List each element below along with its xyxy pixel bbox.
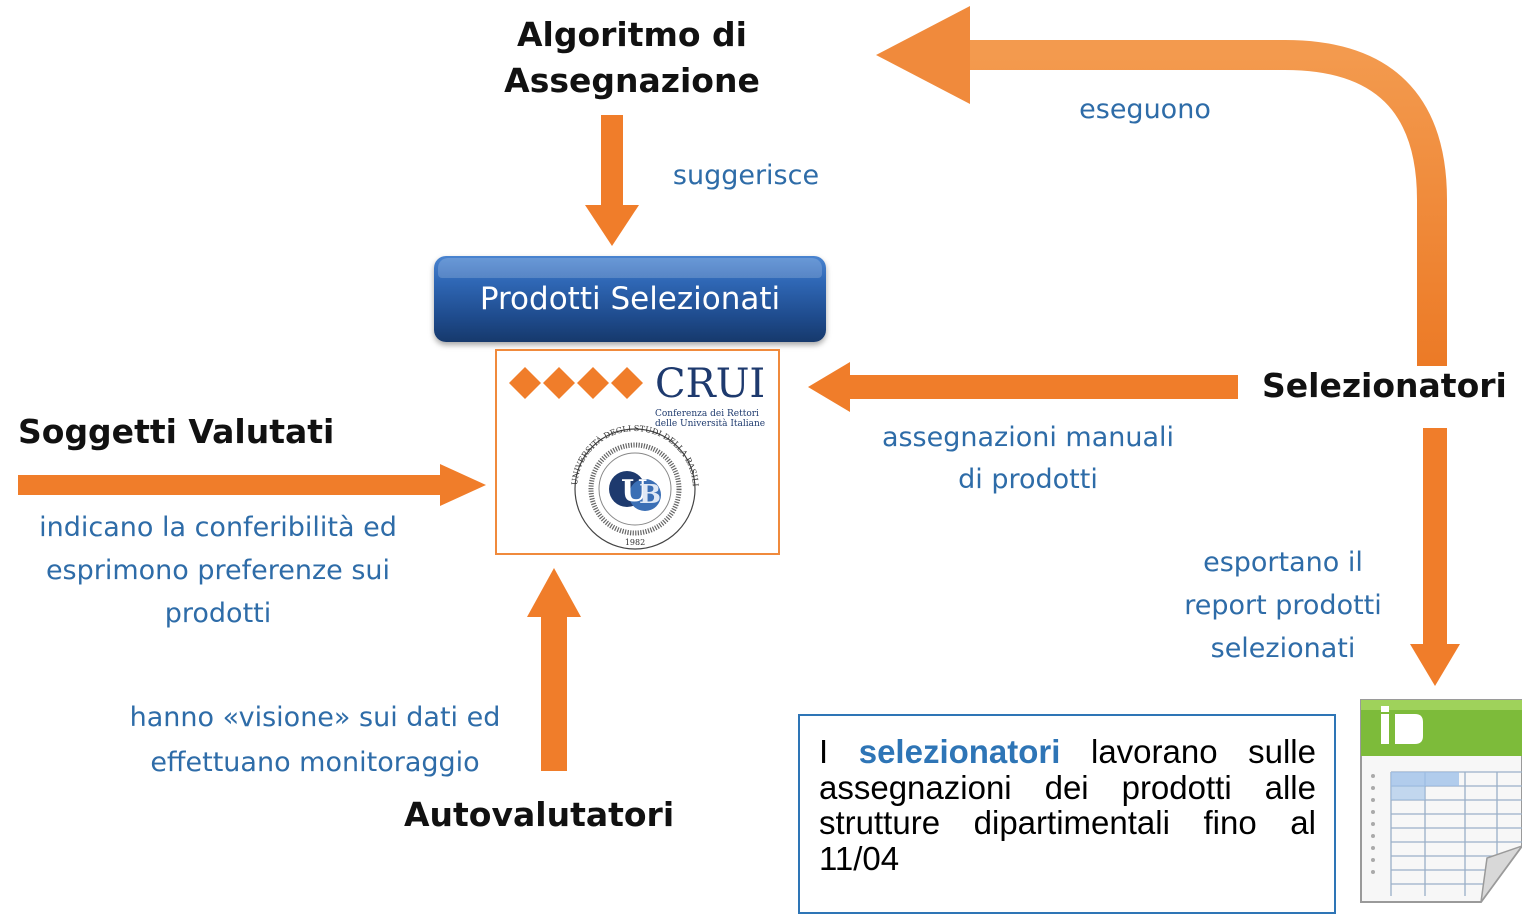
node-selezionatori: Selezionatori xyxy=(1262,366,1507,405)
node-soggetti-valutati: Soggetti Valutati xyxy=(18,412,335,451)
label-indicano: indicano la conferibilità ed esprimono p… xyxy=(39,512,397,630)
unibas-year: 1982 xyxy=(625,538,645,547)
spreadsheet-icon xyxy=(1360,699,1522,903)
svg-text:B: B xyxy=(639,480,661,510)
note-rest: lavorano sulle assegnazioni dei prodotti… xyxy=(819,733,1316,877)
arrow-visione-head xyxy=(527,568,581,617)
prodotti-selezionati-button[interactable]: Prodotti Selezionati xyxy=(434,256,826,342)
arrow-eseguono-head xyxy=(876,6,970,104)
note-prefix: I xyxy=(819,733,859,770)
arrow-eseguono xyxy=(960,40,1447,366)
arrow-assegnazioni-head xyxy=(808,362,850,412)
crui-wordmark: CRUI xyxy=(655,361,765,407)
arrow-suggerisce xyxy=(601,115,623,207)
node-autovalutatori: Autovalutatori xyxy=(404,795,675,834)
unibas-seal-icon: UNIVERSITÀ DEGLI STUDI DELLA BASILICATA … xyxy=(497,351,700,550)
arrow-visione xyxy=(541,615,567,771)
label-visione: hanno «visione» sui dati ed effettuano m… xyxy=(129,702,501,778)
arrow-esportano-head xyxy=(1410,644,1460,686)
arrow-assegnazioni xyxy=(848,375,1238,399)
crui-logo: CRUI xyxy=(509,361,765,407)
label-eseguono: eseguono xyxy=(1079,94,1211,125)
prodotti-selezionati-label: Prodotti Selezionati xyxy=(479,281,781,317)
node-algoritmo: Algoritmo di Assegnazione xyxy=(504,15,760,101)
label-assegnazioni: assegnazioni manuali di prodotti xyxy=(881,422,1175,495)
arrow-indicano xyxy=(18,475,442,495)
label-esportano: esportano il report prodotti selezionati xyxy=(1184,547,1382,665)
logos-panel: CRUI Conferenza dei Rettori delle Univer… xyxy=(495,349,780,555)
arrow-suggerisce-head xyxy=(585,205,639,246)
note-box: I selezionatori lavorano sulle assegnazi… xyxy=(798,714,1336,914)
label-suggerisce: suggerisce xyxy=(672,160,820,191)
svg-text:U: U xyxy=(621,474,647,509)
crui-subtitle: Conferenza dei Rettori delle Università … xyxy=(655,409,766,430)
note-bold: selezionatori xyxy=(858,733,1061,770)
arrow-esportano xyxy=(1423,428,1447,646)
arrow-indicano-head xyxy=(440,464,486,506)
